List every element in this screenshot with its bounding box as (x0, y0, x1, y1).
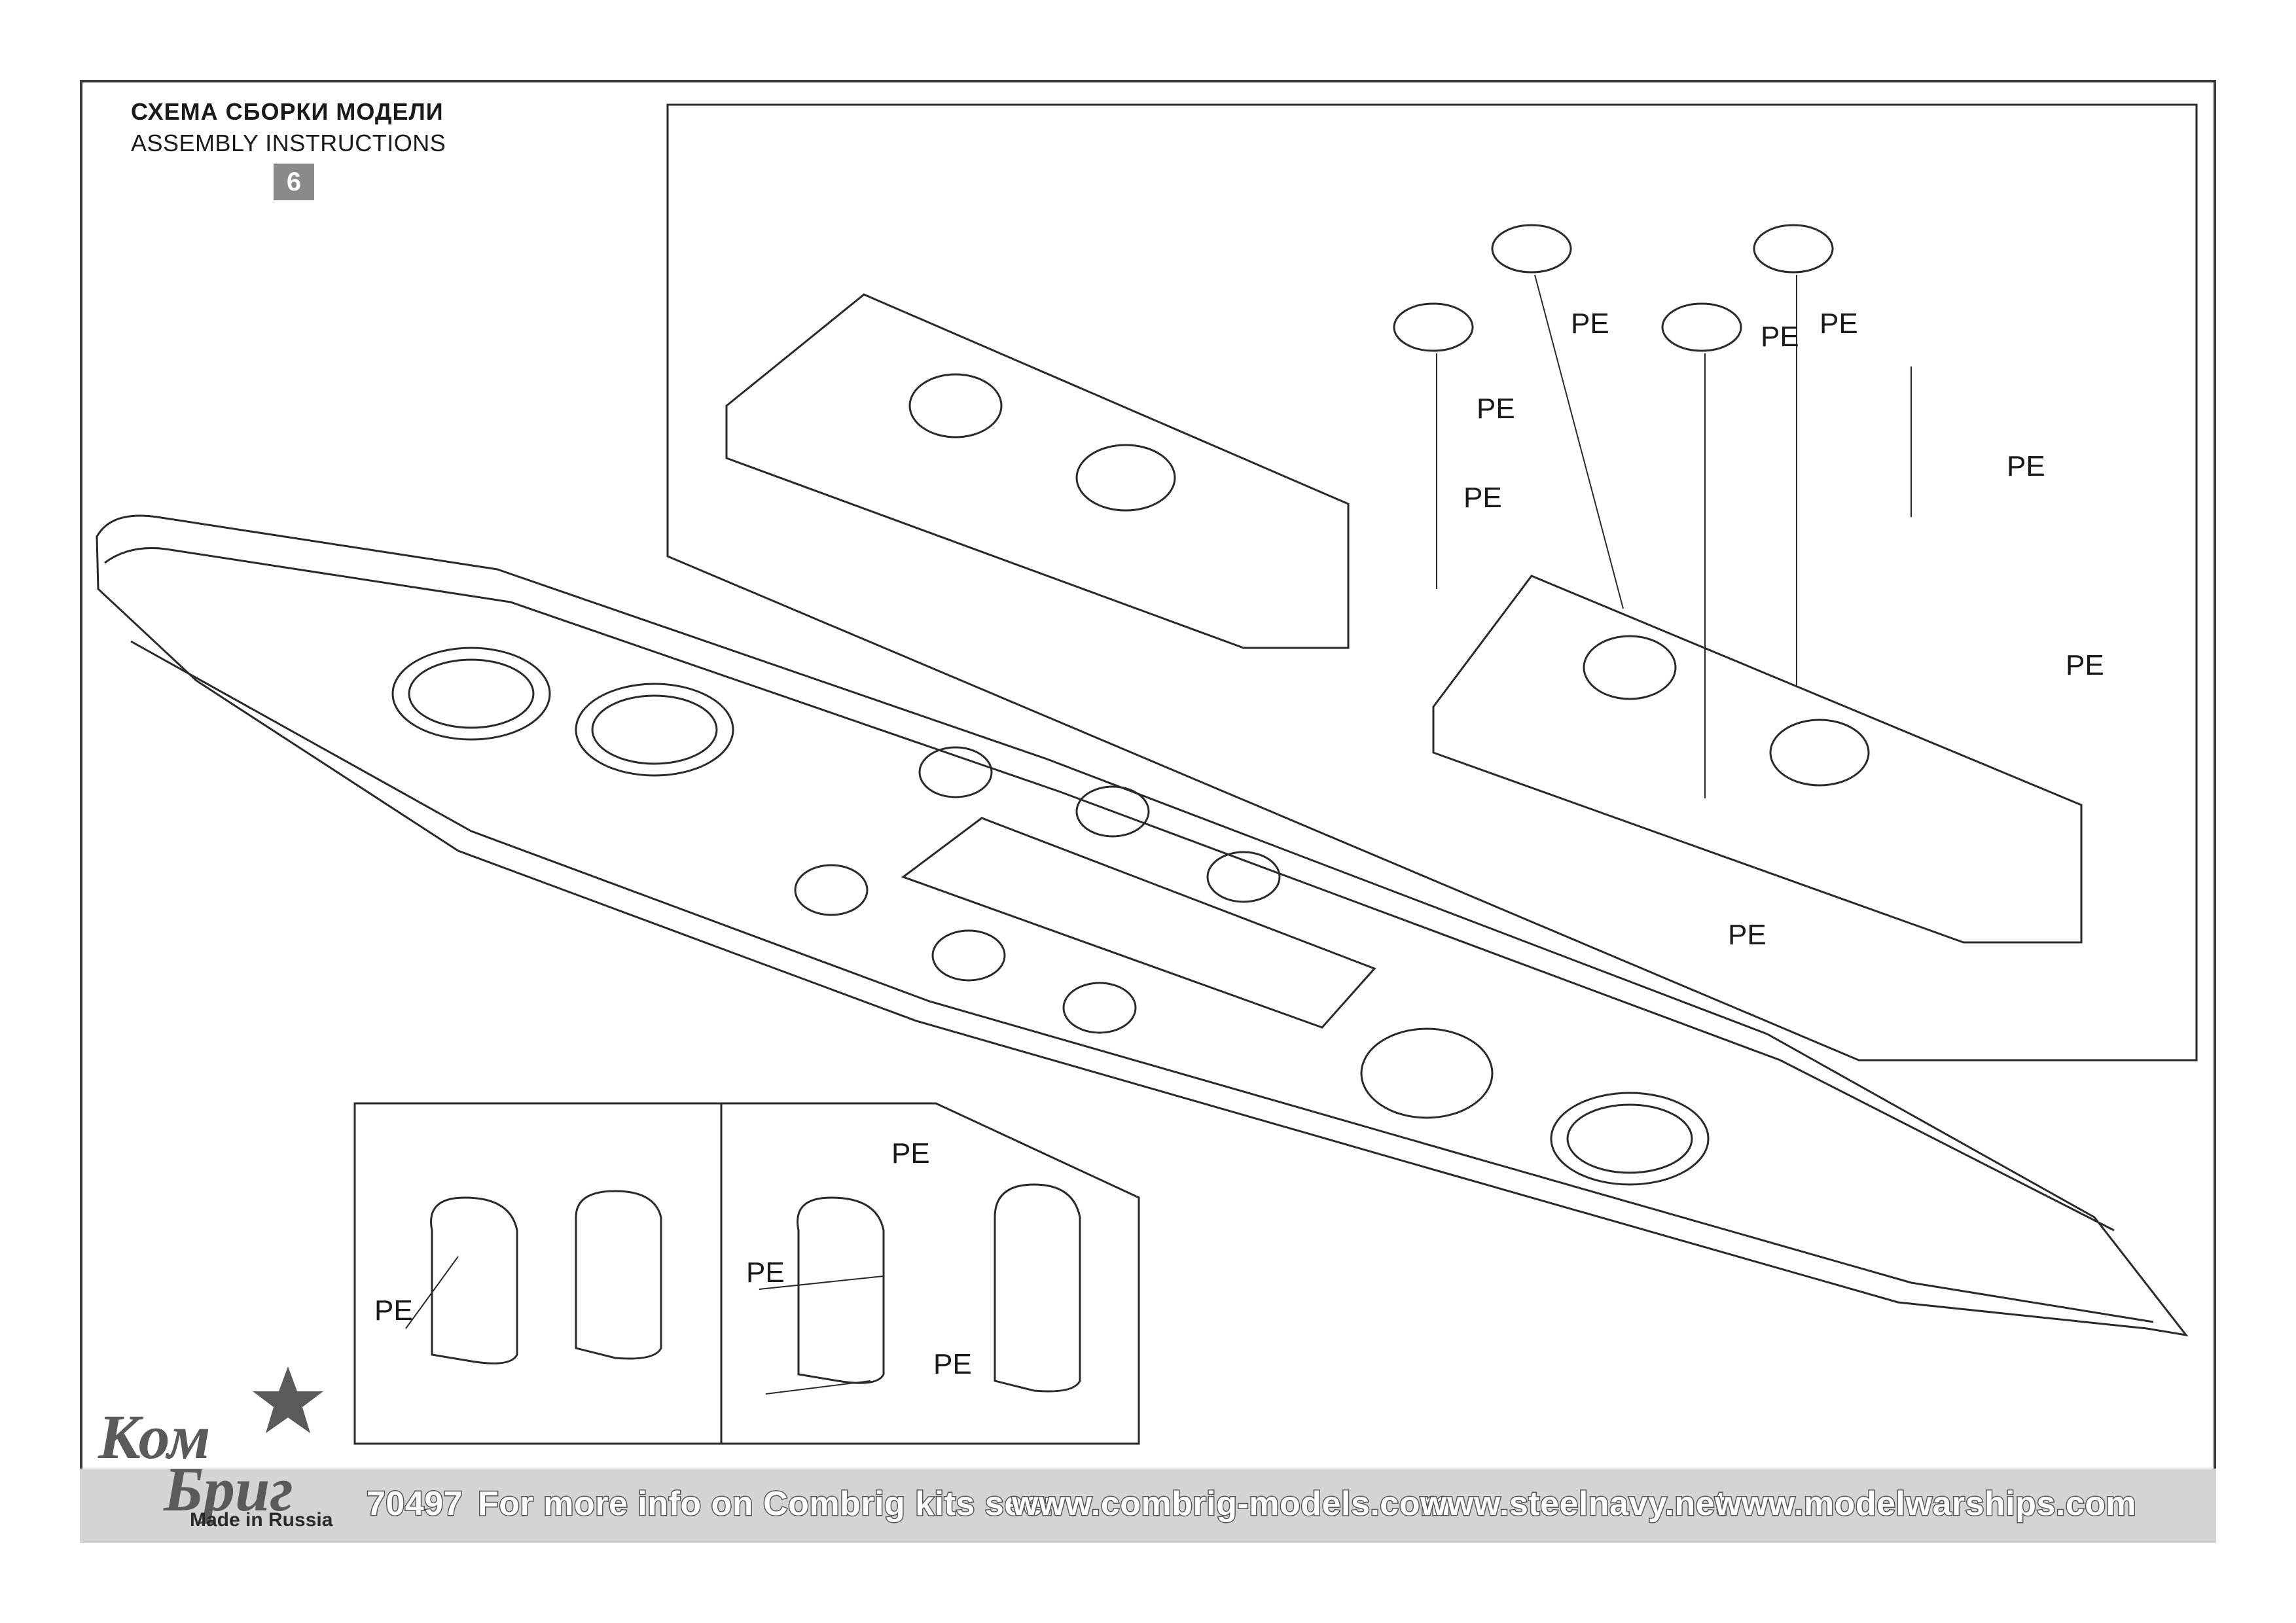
logo-made-in: Made in Russia (190, 1509, 333, 1531)
turret-4 (794, 864, 869, 916)
superstructure-left (725, 293, 1350, 649)
funnel-ring-4-inner (1566, 1103, 1693, 1174)
funnel-ring-2 (575, 683, 734, 777)
pe-label-5: PE (1463, 482, 1502, 514)
footer-info-text: For more info on Combrig kits see: (477, 1484, 1055, 1524)
leader-line-2 (1534, 274, 1624, 609)
turret-1 (918, 746, 993, 798)
inset-box-left (353, 1102, 723, 1445)
turret-5 (931, 929, 1006, 982)
turret-6 (1062, 982, 1137, 1034)
superstructure-funnel-d (1769, 719, 1870, 787)
pe-label-7: PE (2066, 649, 2104, 681)
gun-tub-1 (1393, 302, 1474, 352)
pe-label-4: PE (1477, 393, 1515, 425)
step-number-badge: 6 (274, 164, 314, 200)
funnel-ring-2-inner (591, 694, 718, 765)
inset-funnel-2 (575, 1190, 662, 1360)
inset-leader-1 (405, 1256, 459, 1329)
combrig-logo: Ком Бриг Made in Russia (98, 1361, 347, 1531)
funnel-ring-4 (1550, 1092, 1710, 1186)
pe-label-12: PE (933, 1348, 972, 1380)
funnel-ring-1 (391, 647, 551, 741)
footer-bar (80, 1469, 2216, 1543)
detail-panel-outline (666, 103, 2198, 1061)
superstructure-funnel-b (1075, 444, 1176, 512)
pe-label-10: PE (746, 1257, 785, 1289)
title-russian: СХЕМА СБОРКИ МОДЕЛИ (131, 98, 444, 125)
well-deck (901, 817, 1376, 1029)
pe-label-2: PE (1761, 321, 1799, 353)
funnel-ring-3 (1360, 1027, 1494, 1119)
turret-3 (1206, 851, 1281, 903)
pe-label-9: PE (891, 1137, 930, 1169)
star-icon (253, 1366, 323, 1433)
pe-label-1: PE (1571, 308, 1609, 340)
title-english: ASSEMBLY INSTRUCTIONS (131, 130, 446, 156)
inset-leader-2 (759, 1275, 884, 1290)
ship-hull-outline (96, 514, 2189, 1337)
logo-line-1: Ком (98, 1402, 211, 1472)
logo-line-2: Бриг (164, 1454, 293, 1524)
inset-funnel-1 (430, 1196, 518, 1364)
inset-funnel-4 (994, 1183, 1081, 1393)
footer-kit-number: 70497 (365, 1484, 463, 1524)
footer-link-modelwarships[interactable]: www.modelwarships.com (1713, 1484, 2137, 1524)
gun-tub-2 (1491, 224, 1572, 274)
inset-funnel-3 (797, 1196, 885, 1384)
superstructure-funnel-a (908, 373, 1003, 438)
footer-link-steelnavy[interactable]: www.steelnavy.net (1420, 1484, 1728, 1524)
ship-waterline (130, 640, 2154, 1323)
inset-leader-3 (765, 1380, 871, 1395)
pe-label-3: PE (1820, 308, 1858, 340)
pe-label-11: PE (374, 1294, 413, 1327)
pe-label-6: PE (2007, 450, 2045, 482)
superstructure-funnel-c (1583, 635, 1677, 700)
inset-box-right (720, 1102, 1140, 1445)
gun-tub-3 (1661, 302, 1742, 352)
turret-2 (1075, 785, 1150, 838)
gun-tub-4 (1753, 224, 1834, 274)
ship-deck-edge (104, 547, 2115, 1232)
superstructure-right (1432, 575, 2083, 944)
funnel-ring-1-inner (408, 658, 535, 729)
pe-label-8: PE (1728, 919, 1767, 951)
footer-link-combrig[interactable]: www.combrig-models.com (1011, 1484, 1452, 1524)
